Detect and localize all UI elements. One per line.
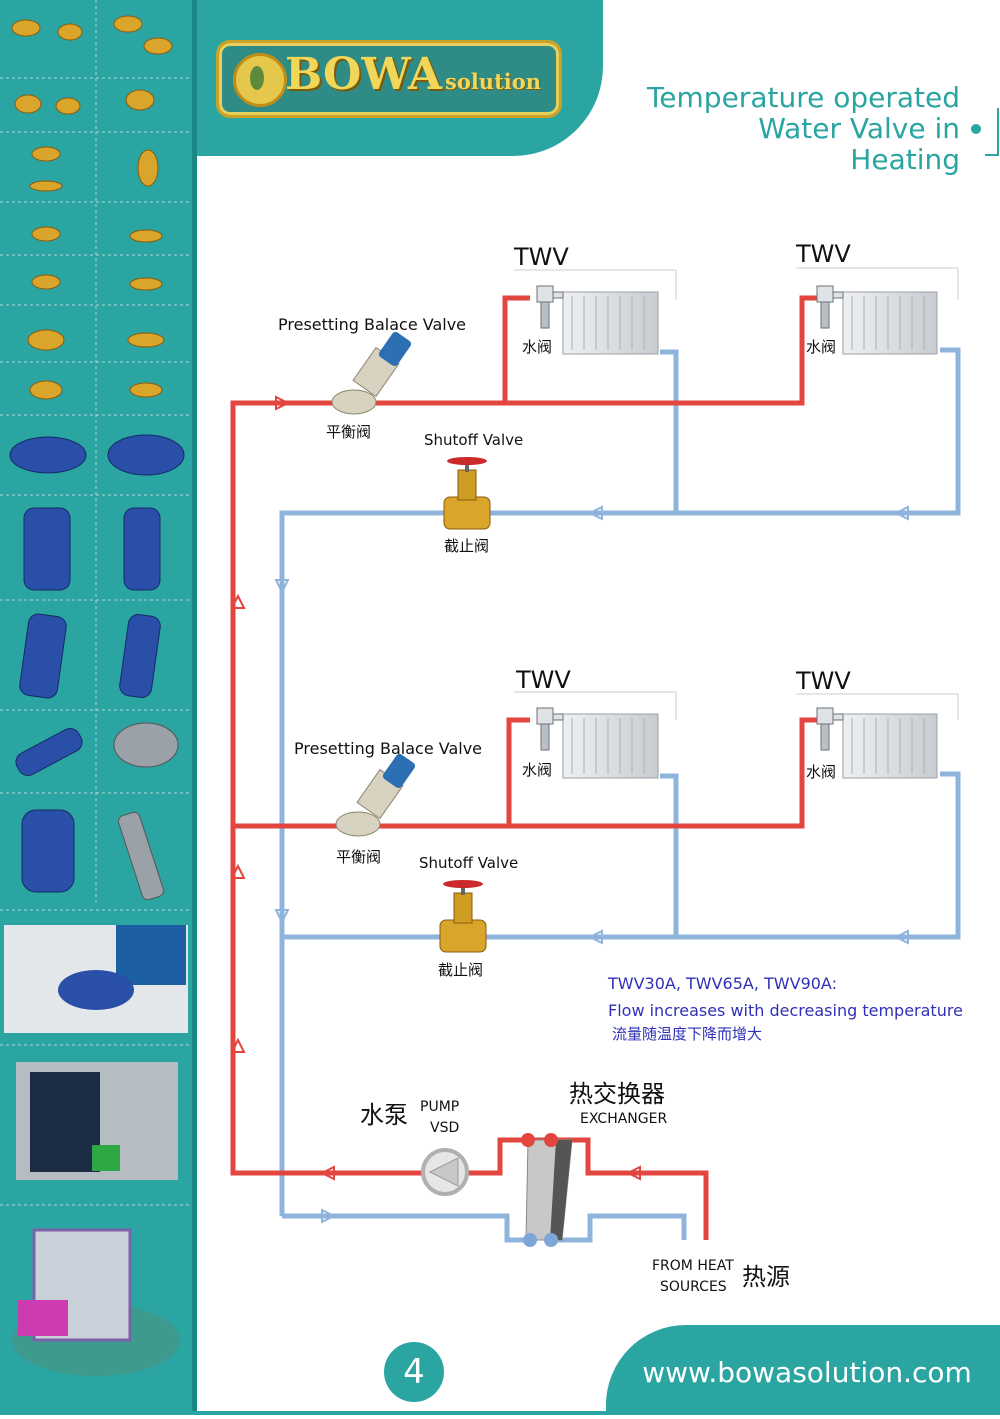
flow-arrows	[230, 395, 909, 1224]
balance-valve-cn-2: 平衡阀	[336, 848, 381, 866]
radiator-2-1	[562, 713, 659, 779]
footer-band	[606, 1325, 1000, 1415]
page-title-line2: Water Valve in Heating	[758, 112, 960, 176]
page-title: Temperature operated Water Valve in Heat…	[640, 82, 960, 175]
water-valve-cn-1-2: 水阀	[806, 338, 836, 356]
balance-valve-icon-1	[331, 331, 412, 415]
exchanger-en: EXCHANGER	[580, 1111, 667, 1127]
twv-label-lines	[514, 267, 959, 720]
source-cn: 热源	[742, 1263, 790, 1291]
note-flow-cn: 流量随温度下降而增大	[612, 1025, 762, 1043]
water-valve-cn-2-1: 水阀	[522, 761, 552, 779]
return-pipes	[279, 347, 961, 1243]
logo-brand-text: BOWA	[285, 49, 443, 100]
twv-label-2-2: TWV	[795, 667, 851, 695]
bowa-logo: BOWA solution	[216, 40, 562, 118]
product-sidebar	[0, 0, 192, 1415]
heat-exchanger-icon	[521, 1133, 573, 1247]
note-models: TWV30A, TWV65A, TWV90A:	[607, 974, 837, 993]
pump-en-2: VSD	[430, 1120, 459, 1136]
product-thumbnails	[0, 0, 192, 1376]
water-valve-cn-1-1: 水阀	[522, 338, 552, 356]
radiator-2-2	[842, 713, 938, 779]
twv-label-1-2: TWV	[795, 240, 851, 268]
sidebar-edge	[192, 0, 197, 1415]
note-flow-en: Flow increases with decreasing temperatu…	[608, 1001, 963, 1020]
twv-label-1-1: TWV	[513, 243, 569, 271]
bottom-line	[0, 1411, 1000, 1415]
logo-emblem-icon	[233, 53, 287, 107]
page-number: 4	[384, 1342, 444, 1402]
shutoff-valve-label-1: Shutoff Valve	[424, 431, 523, 449]
shutoff-valve-cn-2: 截止阀	[438, 961, 483, 979]
exchanger-cn: 热交换器	[569, 1080, 665, 1108]
radiator-1-1	[562, 291, 659, 355]
website-url: www.bowasolution.com	[642, 1356, 972, 1389]
title-bracket	[985, 108, 999, 156]
balance-valve-label-1: Presetting Balace Valve	[278, 315, 466, 334]
balance-valve-cn-1: 平衡阀	[326, 423, 371, 441]
shutoff-valve-icon-2	[439, 880, 487, 953]
water-valve-cn-2-2: 水阀	[806, 763, 836, 781]
radiator-1-2	[842, 291, 938, 355]
logo-sub-text: solution	[445, 69, 542, 94]
balance-valve-label-2: Presetting Balace Valve	[294, 739, 482, 758]
pump-icon	[421, 1148, 469, 1196]
shutoff-valve-icon-1	[443, 457, 491, 530]
source-en-2: SOURCES	[660, 1279, 727, 1295]
shutoff-valve-label-2: Shutoff Valve	[419, 854, 518, 872]
pump-en-1: PUMP	[420, 1099, 459, 1115]
supply-pipes	[230, 295, 820, 1240]
shutoff-valve-cn-1: 截止阀	[444, 537, 489, 555]
title-dot-icon	[971, 124, 981, 134]
twv-valve-icons	[536, 285, 844, 751]
page-title-line1: Temperature operated	[646, 81, 960, 114]
pump-cn: 水泵	[360, 1101, 408, 1129]
twv-label-2-1: TWV	[515, 666, 571, 694]
balance-valve-icon-2	[335, 753, 416, 837]
source-en-1: FROM HEAT	[652, 1258, 734, 1274]
